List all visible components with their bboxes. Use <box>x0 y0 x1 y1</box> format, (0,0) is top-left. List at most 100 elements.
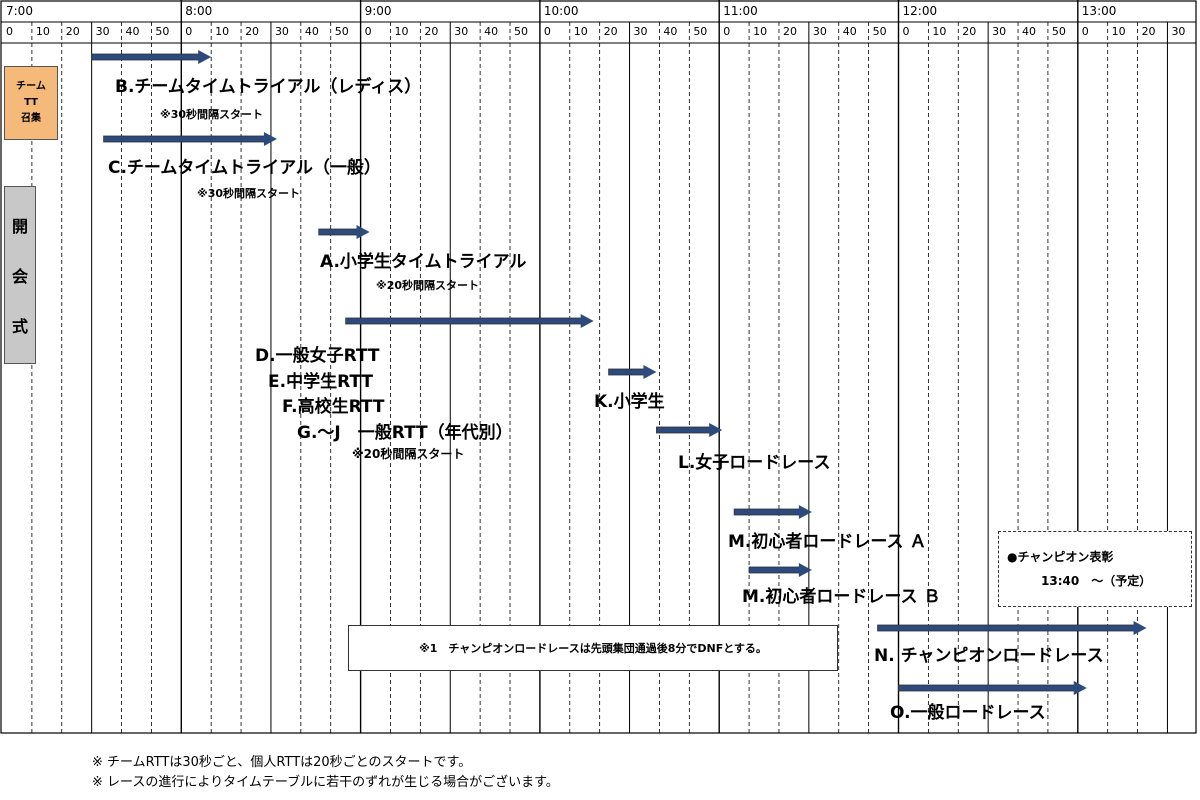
minute-tick-label: 0 <box>1081 25 1089 38</box>
minute-tick-label: 0 <box>723 25 731 38</box>
event-arrowhead-l <box>709 423 723 437</box>
event-arrowhead-ma <box>798 505 812 519</box>
event-label-ma: M.初心者ロードレース Ａ <box>728 532 927 552</box>
minute-tick-label: 0 <box>543 25 551 38</box>
hour-tick-label: 10:00 <box>543 4 579 18</box>
minute-tick-label: 0 <box>6 25 13 38</box>
hour-tick-label: 12:00 <box>902 4 938 18</box>
minute-tick-label: 50 <box>872 25 887 38</box>
hour-tick-label: 9:00 <box>364 4 392 18</box>
minute-tick-label: 50 <box>693 25 708 38</box>
footer-note-2: ※ レースの進行によりタイムテーブルに若干のずれが生じる場合がございます。 <box>92 775 559 790</box>
event-label-b: B.チームタイムトライアル（レディス） <box>115 77 422 97</box>
event-bar-o <box>898 684 1076 692</box>
team-call-line: 召集 <box>21 113 41 124</box>
event-bar-c <box>103 135 266 143</box>
event-arrowhead-b <box>198 50 212 64</box>
event-label-mb: M.初心者ロードレース Ｂ <box>742 587 941 607</box>
minute-tick-label: 20 <box>65 25 80 38</box>
event-arrowhead-k <box>643 365 657 379</box>
event-label-k: K.小学生 <box>594 392 665 412</box>
event-bar-a <box>318 228 358 236</box>
minute-tick-label: 30 <box>992 25 1007 38</box>
event-bar-mb <box>748 566 801 574</box>
champion-ceremony-box: ●チャンピオン表彰 13:40 ～（予定） <box>998 531 1192 607</box>
minute-tick-label: 0 <box>364 25 372 38</box>
event-bar-n <box>877 624 1135 632</box>
hour-tick-label: 7:00 <box>6 4 33 18</box>
minute-tick-label: 0 <box>902 25 910 38</box>
event-label-n: N. チャンピオンロードレース <box>874 646 1104 666</box>
event-label-d: D.一般女子RTT <box>255 346 380 366</box>
minute-tick-label: 10 <box>573 25 588 38</box>
minute-tick-label: 30 <box>454 25 469 38</box>
minute-tick-label: 10 <box>753 25 768 38</box>
minute-tick-label: 20 <box>603 25 618 38</box>
hour-tick-label: 8:00 <box>185 4 213 18</box>
minute-tick-label: 40 <box>125 25 140 38</box>
minute-tick-label: 50 <box>334 25 349 38</box>
team-tt-call-box: チーム TT 召集 <box>4 66 58 140</box>
event-arrowhead-c <box>263 132 277 146</box>
event-note-a: ※20秒間隔スタート <box>376 279 480 292</box>
dnf-note-box: ※1 チャンピオンロードレースは先頭集団通過後8分でDNFとする。 <box>348 625 838 671</box>
event-arrowhead-dg <box>580 314 594 328</box>
event-arrowhead-mb <box>798 563 812 577</box>
minute-tick-label: 20 <box>782 25 797 38</box>
dnf-note-text: ※1 チャンピオンロードレースは先頭集団通過後8分でDNFとする。 <box>419 642 767 655</box>
event-label-a: A.小学生タイムトライアル <box>320 252 527 272</box>
minute-tick-label: 30 <box>812 25 827 38</box>
opening-ceremony-box: 開 会 式 <box>4 186 36 364</box>
event-arrowhead-a <box>356 225 370 239</box>
event-bar-l <box>656 426 711 434</box>
minute-tick-label: 20 <box>962 25 977 38</box>
minute-tick-label: 20 <box>424 25 439 38</box>
footer-notes: ※ チームRTTは30秒ごと、個人RTTは20秒ごとのスタートです。 ※ レース… <box>92 753 559 793</box>
event-arrowhead-o <box>1073 681 1087 695</box>
minute-tick-label: 20 <box>1141 25 1156 38</box>
minute-tick-label: 40 <box>842 25 857 38</box>
minute-tick-label: 20 <box>245 25 260 38</box>
event-note-b: ※30秒間隔スタート <box>160 108 264 121</box>
ceremony-char: 式 <box>11 317 28 336</box>
minute-tick-label: 10 <box>394 25 409 38</box>
event-bar-k <box>608 368 645 376</box>
minute-tick-label: 30 <box>1171 25 1186 38</box>
minute-tick-label: 0 <box>185 25 193 38</box>
event-bar-ma <box>733 508 801 516</box>
minute-tick-label: 30 <box>633 25 648 38</box>
event-note-c: ※30秒間隔スタート <box>197 187 301 200</box>
champion-ceremony-title: ●チャンピオン表彰 <box>1007 550 1114 564</box>
ceremony-char: 会 <box>11 267 28 286</box>
minute-tick-label: 40 <box>663 25 678 38</box>
event-label-f: F.高校生RTT <box>282 397 385 417</box>
ceremony-char: 開 <box>11 217 28 236</box>
minute-tick-label: 10 <box>1111 25 1126 38</box>
minute-tick-label: 50 <box>155 25 170 38</box>
hour-tick-label: 11:00 <box>723 4 758 18</box>
timetable-grid <box>0 0 1197 734</box>
event-label-e: E.中学生RTT <box>268 372 373 392</box>
event-label-o: O.一般ロードレース <box>890 703 1046 723</box>
minute-tick-label: 50 <box>1051 25 1066 38</box>
minute-tick-label: 10 <box>215 25 230 38</box>
minute-tick-label: 30 <box>95 25 110 38</box>
event-bar-b <box>91 53 200 61</box>
hour-tick-label: 13:00 <box>1081 4 1117 18</box>
timetable-chart: 0 10 20 30 40 50 7:00 0 10 20 30 40 50 8:00 0 10 20 30 40 5… <box>0 0 1197 734</box>
minute-tick-label: 10 <box>35 25 50 38</box>
minute-tick-label: 40 <box>1022 25 1037 38</box>
minute-tick-label: 10 <box>932 25 947 38</box>
minute-tick-label: 50 <box>514 25 529 38</box>
event-label-l: L.女子ロードレース <box>678 453 831 473</box>
team-call-line: TT <box>24 97 38 108</box>
grid-frame <box>0 0 1197 734</box>
minute-tick-label: 40 <box>484 25 499 38</box>
minute-tick-label: 40 <box>304 25 319 38</box>
event-bar-dg <box>345 317 583 325</box>
event-label-g-j: G.～J 一般RTT（年代別） <box>297 423 513 443</box>
champion-ceremony-time: 13:40 ～（予定） <box>1041 574 1152 588</box>
minute-tick-label: 30 <box>274 25 289 38</box>
footer-note-1: ※ チームRTTは30秒ごと、個人RTTは20秒ごとのスタートです。 <box>92 755 472 770</box>
team-call-line: チーム <box>16 81 46 92</box>
